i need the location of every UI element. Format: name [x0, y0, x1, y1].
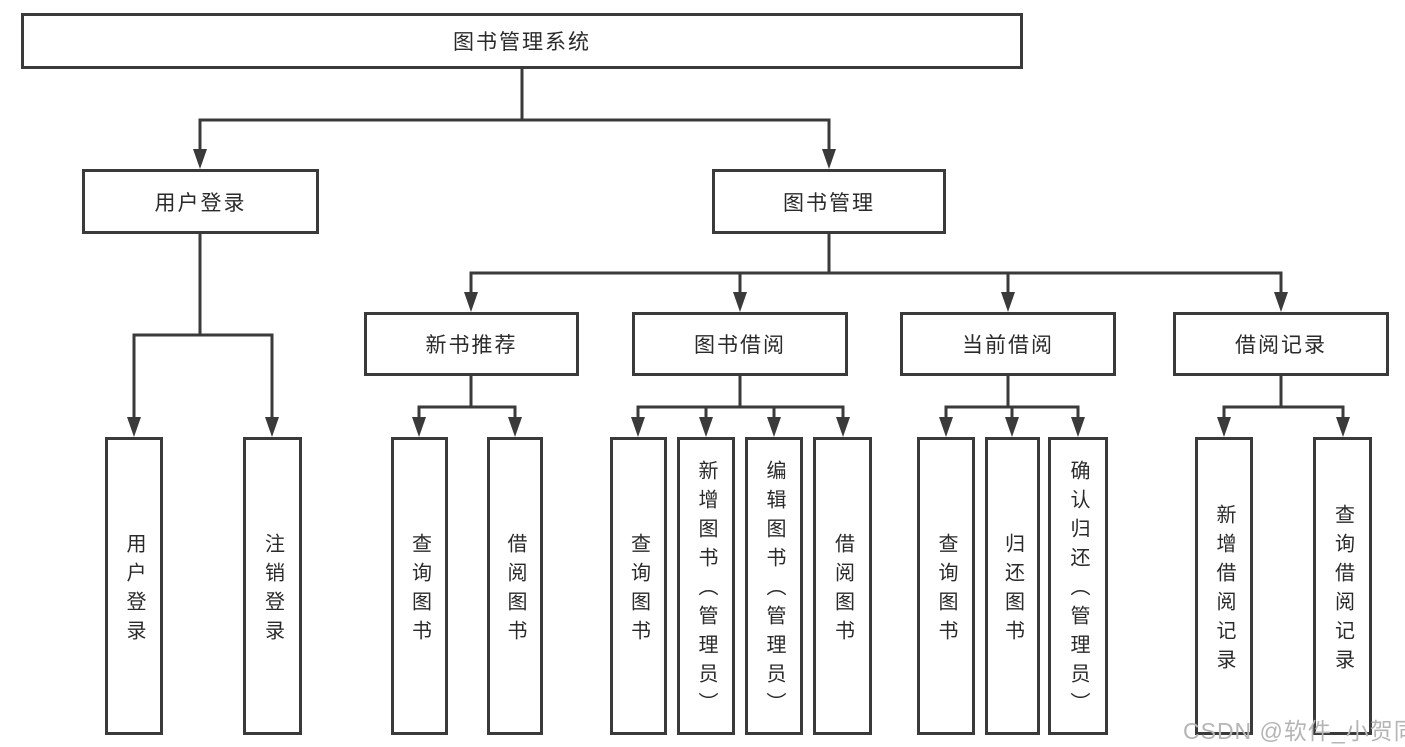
leaf-borrow-books-recommend: 借阅图书: [487, 437, 543, 735]
node-borrowing-records: 借阅记录: [1173, 312, 1389, 376]
csdn-watermark: CSDN @软件_小贺同学: [1183, 718, 1405, 744]
node-book-borrowing: 图书借阅: [632, 312, 848, 376]
node-label: 注销登录: [261, 532, 284, 649]
node-label: 查询图书: [627, 532, 650, 649]
node-library-management-system: 图书管理系统: [21, 13, 1023, 69]
leaf-search-borrow-record: 查询借阅记录: [1313, 437, 1372, 735]
node-label: 图书借阅: [694, 334, 786, 357]
leaf-confirm-return-admin: 确认归还（管理员）: [1048, 437, 1108, 735]
node-label: 用户登录: [154, 191, 247, 215]
node-label: 当前借阅: [962, 334, 1054, 357]
node-label: 图书管理: [783, 191, 875, 215]
node-label: 图书管理系统: [453, 31, 591, 54]
node-label: 查询图书: [408, 532, 431, 649]
node-new-book-recommend: 新书推荐: [364, 312, 579, 376]
leaf-search-books-borrowing: 查询图书: [610, 437, 667, 735]
arrowheads: [127, 149, 1350, 437]
node-label: 编辑图书（管理员）: [763, 460, 785, 721]
node-label: 借阅图书: [831, 532, 854, 649]
leaf-borrow-books: 借阅图书: [813, 437, 872, 735]
node-book-management: 图书管理: [712, 169, 946, 234]
node-label: 用户登录: [123, 532, 145, 649]
node-label: 借阅图书: [504, 532, 526, 649]
leaf-search-books-recommend: 查询图书: [391, 437, 448, 735]
leaf-add-books-admin: 新增图书（管理员）: [677, 437, 735, 735]
node-label: 查询图书: [935, 532, 957, 649]
leaf-add-borrow-record: 新增借阅记录: [1195, 437, 1253, 735]
leaf-logout: 注销登录: [243, 437, 302, 735]
leaf-search-books-current: 查询图书: [917, 437, 975, 735]
node-label: 查询借阅记录: [1331, 503, 1354, 678]
node-user-login: 用户登录: [82, 169, 319, 234]
leaf-edit-books-admin: 编辑图书（管理员）: [745, 437, 803, 735]
node-label: 归还图书: [1001, 532, 1024, 649]
leaf-return-books: 归还图书: [985, 437, 1040, 735]
leaf-user-login: 用户登录: [105, 437, 163, 735]
node-current-borrowing: 当前借阅: [900, 312, 1116, 376]
node-label: 确认归还（管理员）: [1067, 460, 1089, 721]
node-label: 新增借阅记录: [1213, 503, 1235, 678]
node-label: 新书推荐: [425, 334, 518, 357]
node-label: 新增图书（管理员）: [695, 460, 717, 721]
node-label: 借阅记录: [1235, 334, 1327, 357]
